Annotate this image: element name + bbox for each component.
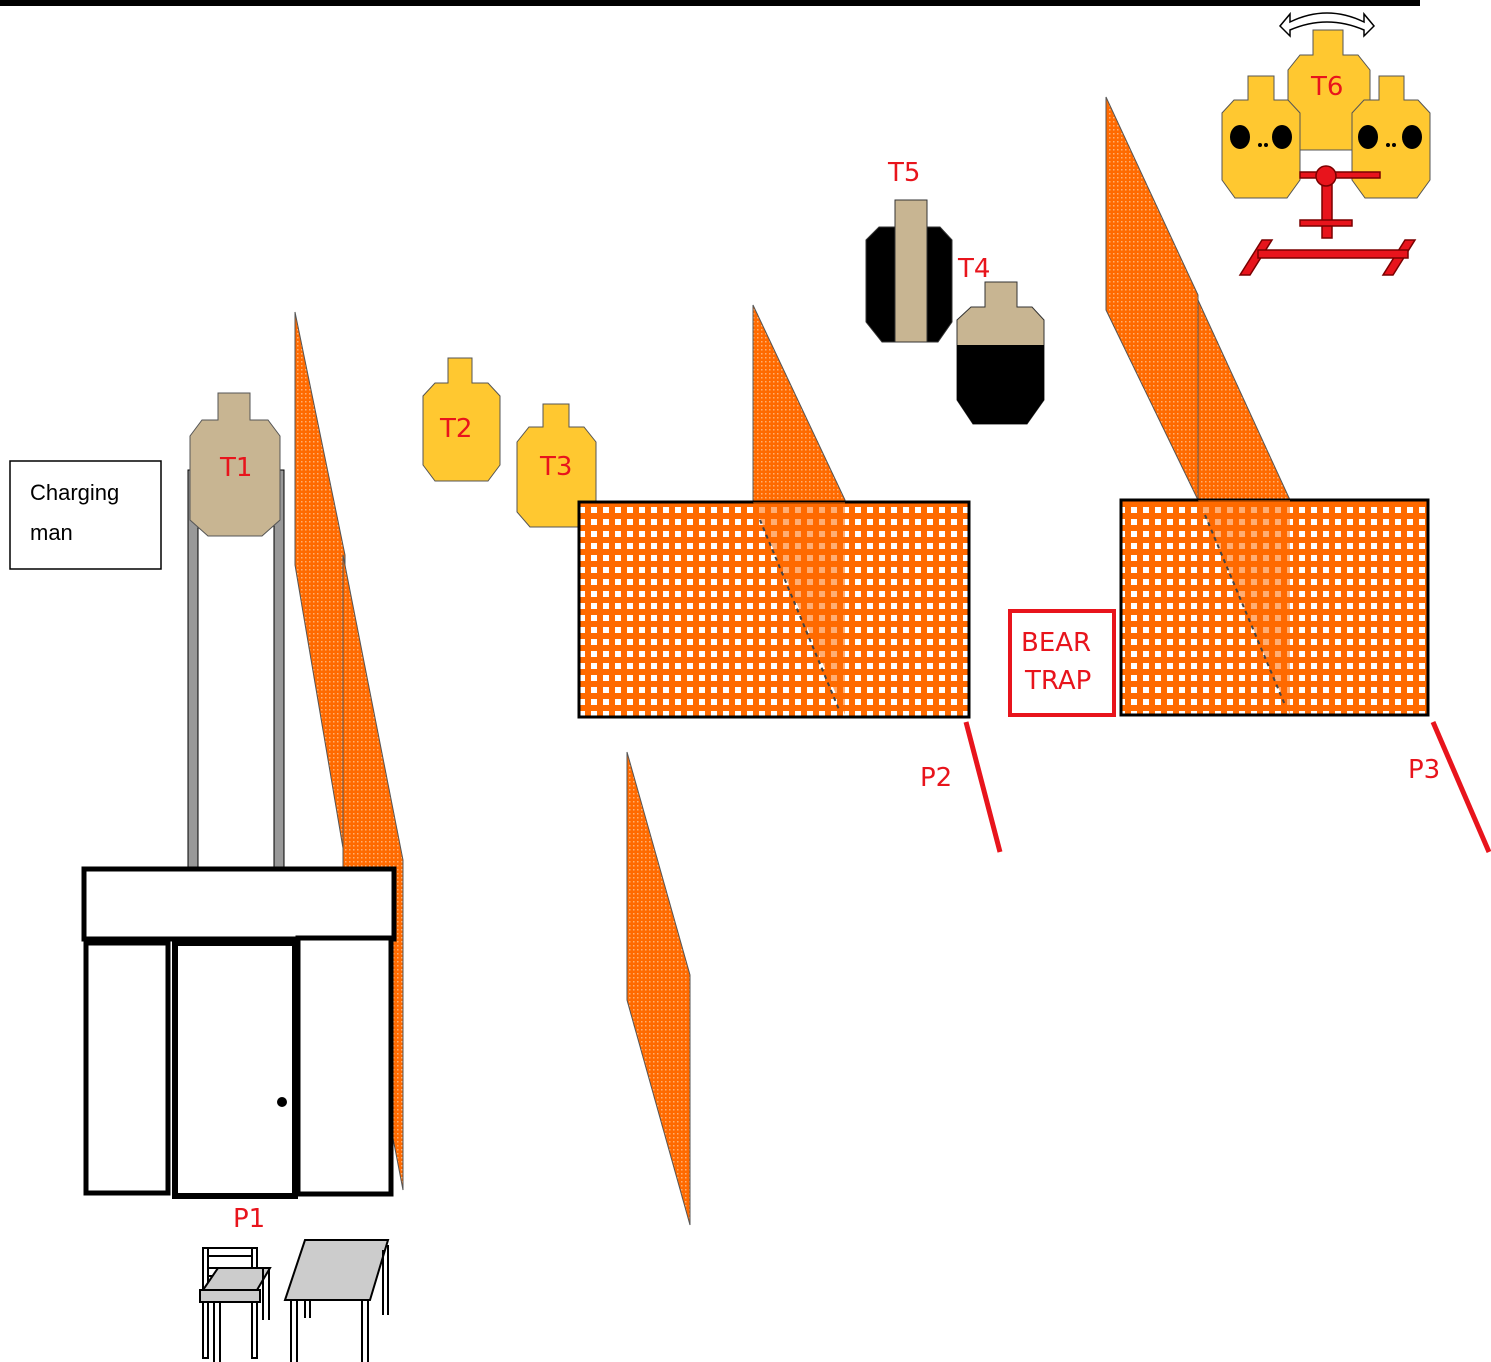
rotation-arrow-icon xyxy=(1278,11,1376,38)
target-label-t6: T6 xyxy=(1310,72,1343,102)
target-label-t5: T5 xyxy=(887,158,920,188)
target-t2: T2 xyxy=(422,357,501,482)
wall-panel-5 xyxy=(1105,96,1199,501)
table-icon xyxy=(283,1239,390,1362)
target-label-t3: T3 xyxy=(539,452,572,482)
target-label-t2: T2 xyxy=(439,414,472,444)
paper-target-icon xyxy=(1351,75,1431,199)
bear-trap: BEAR TRAP xyxy=(1008,609,1116,717)
target-label-t1: T1 xyxy=(219,453,252,483)
paper-target-icon xyxy=(189,392,281,537)
door-header xyxy=(81,866,397,942)
fault-line-p2 xyxy=(963,721,1003,853)
barricade-middle xyxy=(577,500,971,719)
target-t4: T4 xyxy=(956,254,1045,425)
fault-line-p3 xyxy=(1430,721,1491,853)
handprint-icon xyxy=(1230,125,1292,149)
wall-panel-3 xyxy=(626,751,691,1226)
position-label-p2: P2 xyxy=(920,763,952,793)
target-t5: T5 xyxy=(865,158,953,343)
note-line-1: Charging xyxy=(30,480,119,505)
position-label-p1: P1 xyxy=(233,1204,265,1234)
left-panel xyxy=(83,940,171,1196)
note-line-2: man xyxy=(30,520,73,545)
paper-target-icon xyxy=(1221,75,1301,199)
swinger-stand-icon xyxy=(1238,165,1417,276)
position-label-p3: P3 xyxy=(1408,755,1440,785)
handprint-icon xyxy=(1358,125,1422,149)
barricade-right xyxy=(1119,498,1430,717)
door xyxy=(172,940,298,1199)
top-border xyxy=(0,0,1420,6)
right-panel xyxy=(295,935,394,1197)
target-t6: T6 xyxy=(1221,11,1431,276)
bear-trap-line-1: BEAR xyxy=(1021,628,1091,658)
target-label-t4: T4 xyxy=(957,254,990,284)
door-icon xyxy=(172,940,298,1199)
target-t1: T1 xyxy=(189,392,281,537)
charging-man-note: Charging man xyxy=(9,460,162,570)
wall-panel-1 xyxy=(294,311,346,861)
chair-icon xyxy=(199,1247,272,1362)
bear-trap-line-2: TRAP xyxy=(1024,666,1091,696)
paper-target-icon xyxy=(422,357,501,482)
